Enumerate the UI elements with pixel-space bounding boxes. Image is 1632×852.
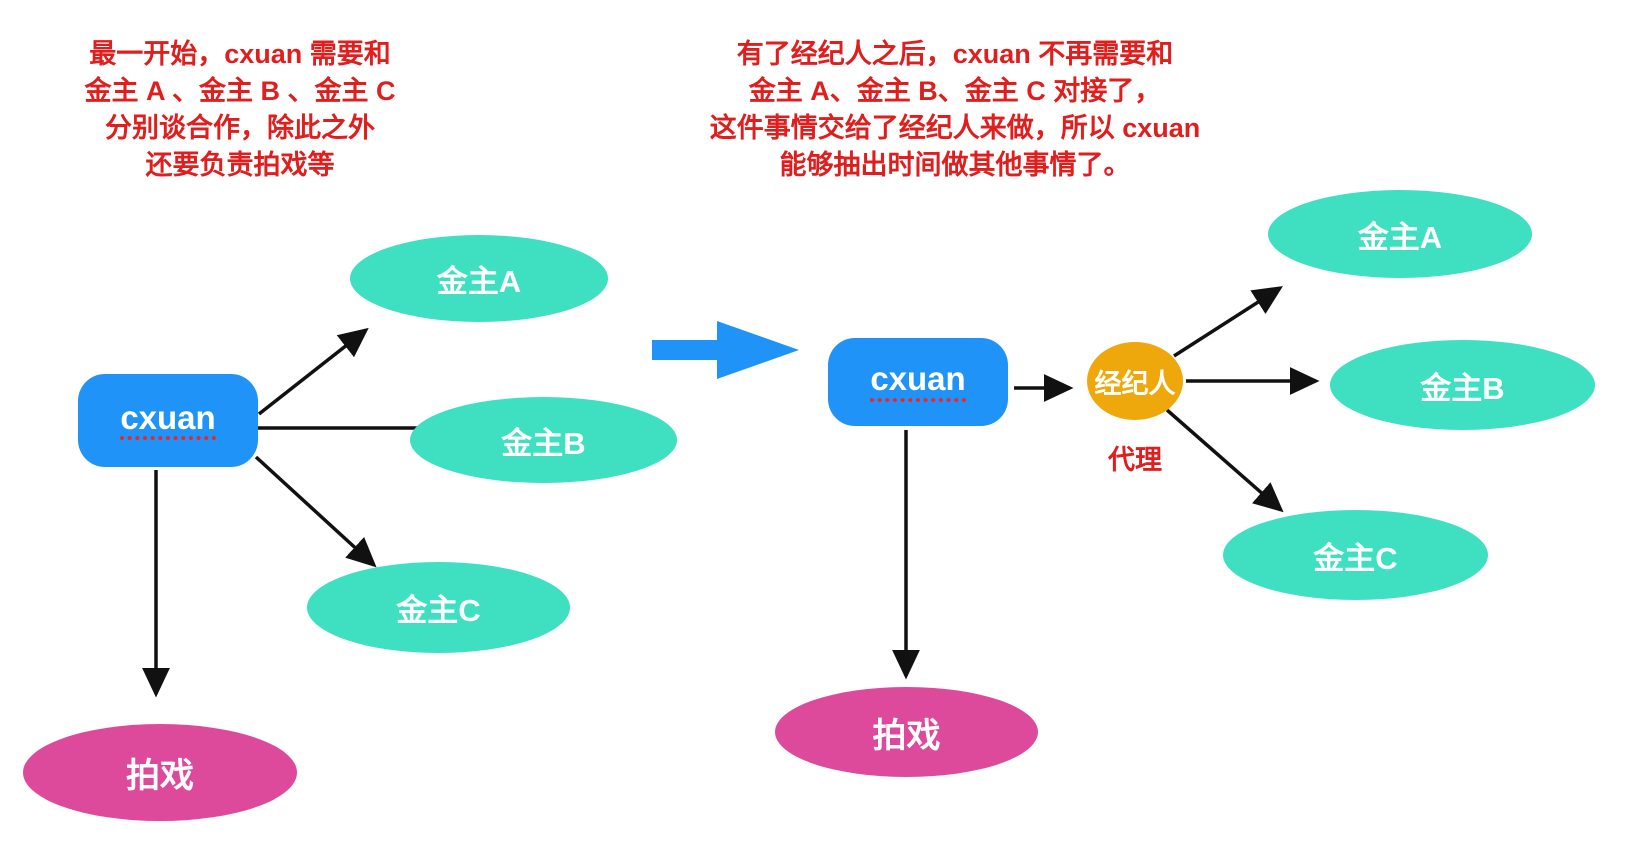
arrow-before-cxuan-to-sponsor-a (257, 327, 369, 416)
node-proxy-agent: 经纪人 (1087, 342, 1183, 420)
node-sponsor-a-before: 金主A (350, 235, 608, 322)
sponsor-a-label: 金主A (1357, 219, 1443, 255)
node-task-before: 拍戏 (23, 724, 297, 821)
arrow-before-cxuan-to-sponsor-c (254, 455, 377, 568)
caption-before: 最一开始，cxuan 需要和 金主 A 、金主 B 、金主 C 分别谈合作，除此… (18, 36, 462, 184)
proxy-label: 经纪人 (1094, 368, 1176, 399)
transition-right-arrow (652, 321, 799, 379)
caption-after-line: 金主 A、金主 B、金主 C 对接了， (748, 76, 1162, 106)
node-sponsor-a-after: 金主A (1268, 190, 1532, 278)
cxuan-label: cxuan (870, 362, 966, 402)
sponsor-c-label: 金主C (1313, 540, 1398, 576)
sponsor-a-label: 金主A (436, 264, 522, 299)
node-cxuan-before: cxuan (78, 374, 258, 467)
caption-after: 有了经纪人之后，cxuan 不再需要和 金主 A、金主 B、金主 C 对接了， … (688, 36, 1222, 184)
caption-before-line: 分别谈合作，除此之外 (105, 113, 375, 143)
task-label: 拍戏 (872, 716, 941, 755)
caption-before-line: 最一开始，cxuan 需要和 (89, 39, 391, 69)
node-cxuan-after: cxuan (828, 338, 1008, 426)
node-sponsor-c-after: 金主C (1223, 510, 1488, 600)
cxuan-label: cxuan (120, 400, 216, 441)
task-label: 拍戏 (126, 757, 194, 795)
proxy-role-label: 代理 (1108, 445, 1162, 475)
node-sponsor-b-after: 金主B (1330, 340, 1595, 430)
caption-after-line: 这件事情交给了经纪人来做，所以 cxuan (709, 113, 1201, 143)
node-task-after: 拍戏 (775, 687, 1038, 777)
node-sponsor-c-before: 金主C (307, 562, 570, 653)
caption-before-line: 还要负责拍戏等 (145, 150, 335, 180)
sponsor-b-label: 金主B (1420, 370, 1505, 406)
arrow-after-proxy-to-sponsor-a (1173, 286, 1283, 358)
sponsor-c-label: 金主C (396, 593, 481, 628)
sponsor-b-label: 金主B (501, 425, 586, 461)
caption-before-line: 金主 A 、金主 B 、金主 C (84, 76, 396, 106)
caption-after-line: 有了经纪人之后，cxuan 不再需要和 (736, 39, 1174, 69)
node-sponsor-b-before: 金主B (410, 397, 677, 483)
caption-after-line: 能够抽出时间做其他事情了。 (779, 150, 1131, 180)
